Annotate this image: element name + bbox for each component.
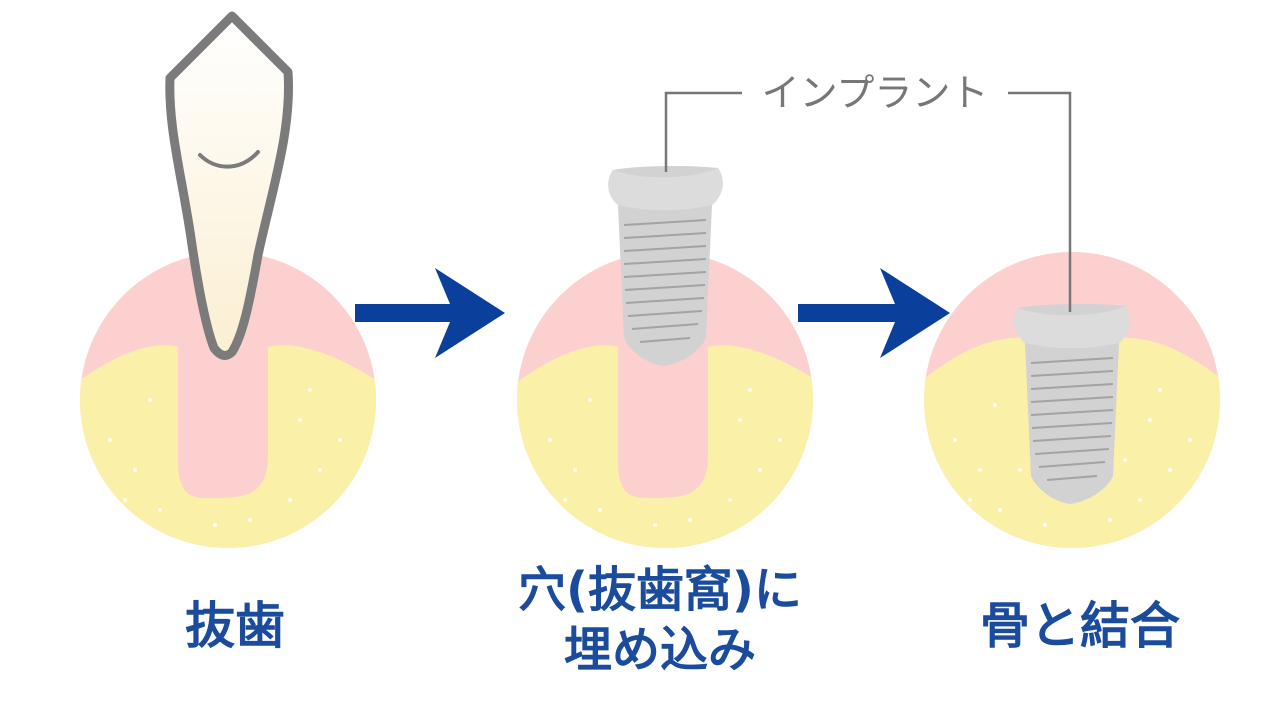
- arrow-1: [355, 268, 505, 358]
- bone: [517, 345, 813, 548]
- tooth: [165, 11, 294, 360]
- implant-fixture: [608, 165, 723, 366]
- caption-integration: 骨と結合: [980, 597, 1180, 655]
- bone: [80, 345, 376, 548]
- socket-illustration-2: [517, 165, 813, 548]
- caption-insertion-line1: 穴(抜歯窩)に: [518, 562, 802, 618]
- socket-illustration-3: [924, 252, 1220, 548]
- caption-insertion: 穴(抜歯窩)に 埋め込み: [480, 560, 840, 680]
- caption-extraction: 抜歯: [185, 597, 285, 655]
- tooth-crown-line: [198, 150, 260, 169]
- implant-label: インプラント: [762, 71, 989, 115]
- arrow-2: [798, 268, 950, 358]
- implant-leader-line: [664, 91, 742, 172]
- caption-insertion-line2: 埋め込み: [563, 622, 756, 678]
- implant-leader-line-right: [1008, 91, 1072, 312]
- socket-illustration-1: [80, 11, 376, 548]
- implant-fixture-integrated: [1013, 303, 1130, 504]
